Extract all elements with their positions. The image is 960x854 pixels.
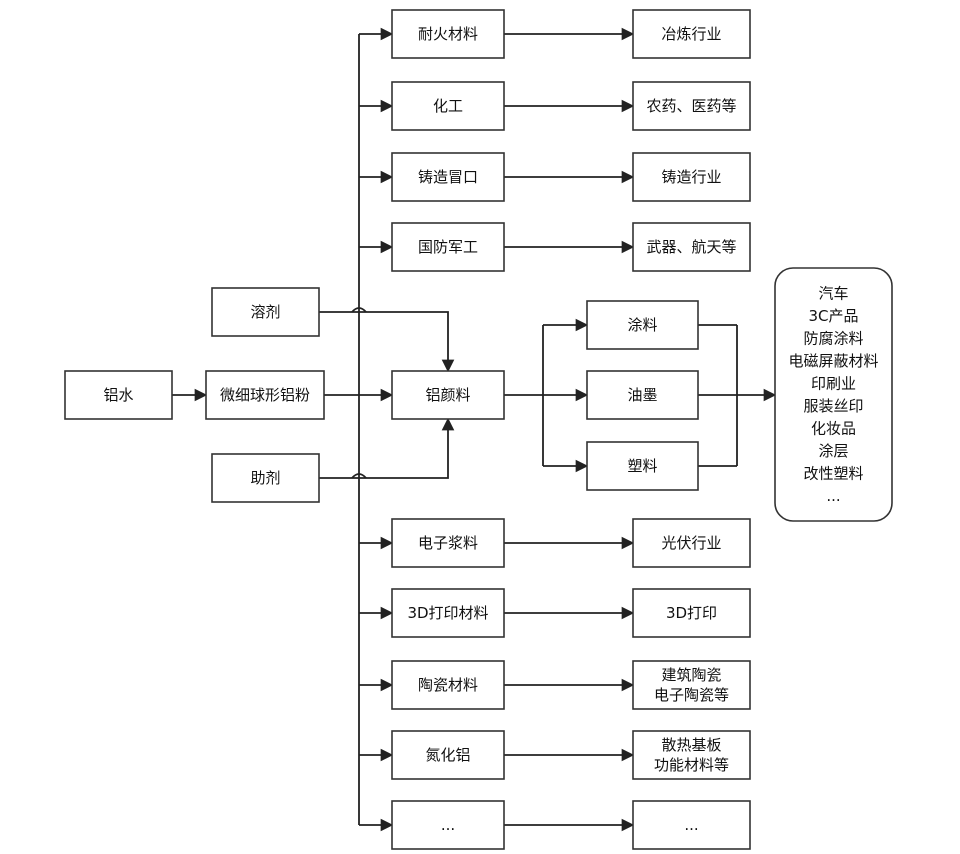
node-solvent-frame <box>211 287 320 337</box>
node-application-list-label: ... <box>826 487 840 505</box>
node-electronic-paste-frame <box>391 518 505 568</box>
node-aluminum-nitride-label: 氮化铝 <box>425 746 470 764</box>
node-spherical-aluminum-powder-label: 微细球形铝粉 <box>220 386 310 404</box>
node-casting-riser-frame <box>391 152 505 202</box>
node-aluminum-pigment-label: 铝颜料 <box>425 386 470 404</box>
node-ceramic-material-frame <box>391 660 505 710</box>
node-electronic-paste: 电子浆料 <box>391 518 505 568</box>
node-defense-industry: 国防军工 <box>391 222 505 272</box>
node-aluminum-melt: 铝水 <box>64 370 173 420</box>
node-application-list-label: 印刷业 <box>811 374 856 392</box>
node-more-materials-label: ... <box>441 816 455 834</box>
node-more-materials-frame <box>391 800 505 850</box>
line-hop-2 <box>351 473 367 479</box>
node-chemical-frame <box>391 81 505 131</box>
node-application-list-label: 服装丝印 <box>803 397 863 415</box>
node-casting-industry: 铸造行业 <box>632 152 751 202</box>
node-casting-riser-label: 铸造冒口 <box>418 168 478 186</box>
node-application-list-label: 涂层 <box>818 442 848 460</box>
node-additive-label: 助剂 <box>250 469 280 487</box>
node-aluminum-melt-frame <box>64 370 173 420</box>
node-3d-printing-material-frame <box>391 588 505 638</box>
node-smelting-industry-label: 冶炼行业 <box>661 25 721 43</box>
node-heat-dissipation-substrate-frame <box>632 730 751 780</box>
node-3d-printing-label: 3D打印 <box>666 604 717 622</box>
node-coating: 涂料 <box>586 300 699 350</box>
node-application-list-label: 改性塑料 <box>803 464 863 482</box>
node-spherical-aluminum-powder-frame <box>205 370 325 420</box>
node-3d-printing: 3D打印 <box>632 588 751 638</box>
node-refractory-material-frame <box>391 9 505 59</box>
node-electronic-paste-label: 电子浆料 <box>418 534 478 552</box>
node-casting-riser: 铸造冒口 <box>391 152 505 202</box>
node-heat-dissipation-substrate-label: 散热基板 <box>661 736 721 754</box>
node-spherical-aluminum-powder: 微细球形铝粉 <box>205 370 325 420</box>
node-chemical-label: 化工 <box>433 97 463 115</box>
node-3d-printing-material: 3D打印材料 <box>391 588 505 638</box>
node-ceramics-label: 电子陶瓷等 <box>654 686 729 704</box>
node-coating-label: 涂料 <box>627 316 657 334</box>
node-coating-frame <box>586 300 699 350</box>
node-pesticide-medicine-label: 农药、医药等 <box>646 97 736 115</box>
node-plastic-frame <box>586 441 699 491</box>
node-ink: 油墨 <box>586 370 699 420</box>
node-solvent-label: 溶剂 <box>250 303 280 321</box>
node-heat-dissipation-substrate-label: 功能材料等 <box>654 756 729 774</box>
edge-solvent-to-pigment <box>319 311 455 373</box>
node-ceramics-frame <box>632 660 751 710</box>
node-chemical: 化工 <box>391 81 505 131</box>
node-application-list-label: 汽车 <box>818 284 848 302</box>
node-3d-printing-frame <box>632 588 751 638</box>
edge-additive-to-pigment <box>319 417 455 479</box>
node-casting-industry-label: 铸造行业 <box>661 168 721 186</box>
node-defense-industry-label: 国防军工 <box>418 238 478 256</box>
node-refractory-material: 耐火材料 <box>391 9 505 59</box>
node-pesticide-medicine-frame <box>632 81 751 131</box>
node-aluminum-pigment: 铝颜料 <box>391 370 505 420</box>
node-ceramics-label: 建筑陶瓷 <box>661 666 721 684</box>
connector-lines <box>172 27 777 832</box>
node-more-industries-frame <box>632 800 751 850</box>
node-smelting-industry-frame <box>632 9 751 59</box>
node-weapons-aerospace-label: 武器、航天等 <box>646 238 736 256</box>
node-ink-label: 油墨 <box>627 386 657 404</box>
node-photovoltaic-industry: 光伏行业 <box>632 518 751 568</box>
node-more-industries: ... <box>632 800 751 850</box>
node-application-list-label: 防腐涂料 <box>803 329 863 347</box>
node-weapons-aerospace-frame <box>632 222 751 272</box>
node-ceramic-material: 陶瓷材料 <box>391 660 505 710</box>
node-more-materials: ... <box>391 800 505 850</box>
node-plastic-label: 塑料 <box>627 457 657 475</box>
node-ink-frame <box>586 370 699 420</box>
node-application-list-label: 化妆品 <box>811 419 856 437</box>
node-additive: 助剂 <box>211 453 320 503</box>
node-more-industries-label: ... <box>684 816 698 834</box>
node-photovoltaic-industry-frame <box>632 518 751 568</box>
node-weapons-aerospace: 武器、航天等 <box>632 222 751 272</box>
node-application-list-frame <box>774 267 893 522</box>
node-application-list-label: 3C产品 <box>808 307 858 325</box>
node-application-list: 汽车 3C产品防腐涂料电磁屏蔽材料印刷业服装丝印化妆品涂层改性塑料... <box>774 267 893 522</box>
node-casting-industry-frame <box>632 152 751 202</box>
node-aluminum-pigment-frame <box>391 370 505 420</box>
node-3d-printing-material-label: 3D打印材料 <box>407 604 488 622</box>
node-solvent: 溶剂 <box>211 287 320 337</box>
line-hop-1 <box>351 307 367 313</box>
node-aluminum-melt-label: 铝水 <box>103 386 133 404</box>
node-application-list-label: 电磁屏蔽材料 <box>788 352 878 370</box>
node-aluminum-nitride-frame <box>391 730 505 780</box>
node-ceramic-material-label: 陶瓷材料 <box>418 676 478 694</box>
node-defense-industry-frame <box>391 222 505 272</box>
node-aluminum-nitride: 氮化铝 <box>391 730 505 780</box>
node-plastic: 塑料 <box>586 441 699 491</box>
node-smelting-industry: 冶炼行业 <box>632 9 751 59</box>
node-additive-frame <box>211 453 320 503</box>
node-photovoltaic-industry-label: 光伏行业 <box>661 534 721 552</box>
node-refractory-material-label: 耐火材料 <box>418 25 478 43</box>
node-pesticide-medicine: 农药、医药等 <box>632 81 751 131</box>
